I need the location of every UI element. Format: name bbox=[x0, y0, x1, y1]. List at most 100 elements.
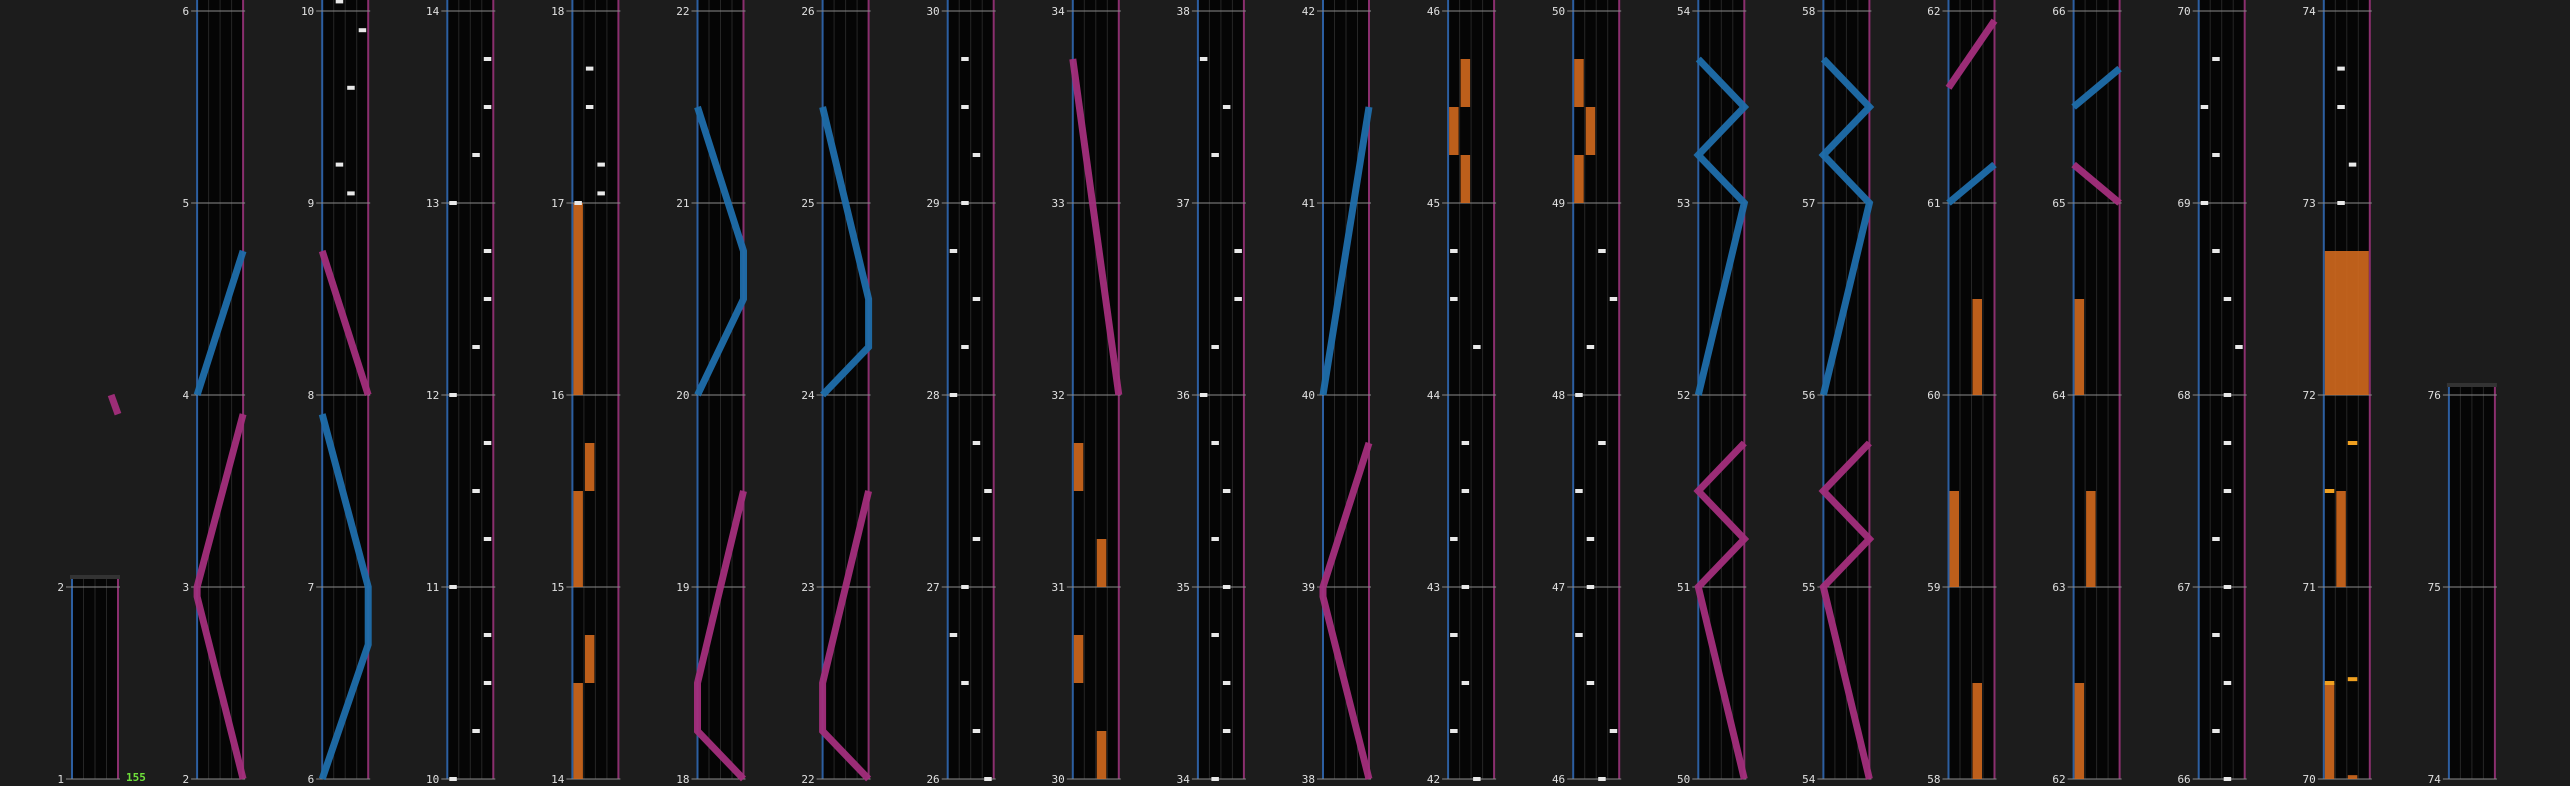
measure-number: 59 bbox=[1927, 581, 1940, 594]
measure-number: 39 bbox=[1302, 581, 1315, 594]
laser-right bbox=[1945, 18, 1998, 90]
chip-note bbox=[972, 441, 981, 445]
chip-note bbox=[2235, 345, 2243, 349]
measure-number: 7 bbox=[308, 581, 315, 594]
fx-chip bbox=[2347, 441, 2358, 445]
laser-left bbox=[2071, 65, 2122, 110]
laser-right bbox=[318, 249, 372, 397]
measure-number: 34 bbox=[1052, 5, 1066, 18]
measure-number: 14 bbox=[551, 773, 565, 786]
measure-number: 45 bbox=[1427, 197, 1440, 210]
hold-note bbox=[1949, 491, 1959, 587]
laser-left bbox=[318, 413, 372, 781]
chip-note bbox=[2223, 681, 2232, 685]
chip-note bbox=[1450, 249, 1458, 253]
chip-note bbox=[472, 153, 480, 157]
hold-note bbox=[2074, 299, 2085, 395]
measure-number: 30 bbox=[1052, 773, 1065, 786]
chip-note bbox=[2223, 585, 2232, 589]
chip-note bbox=[1598, 249, 1606, 253]
chip-note bbox=[2200, 201, 2209, 205]
measure-number: 37 bbox=[1177, 197, 1190, 210]
chip-note bbox=[2223, 777, 2232, 781]
chip-note bbox=[1222, 489, 1231, 493]
laser-left bbox=[1818, 56, 1875, 396]
chip-note bbox=[1461, 585, 1470, 589]
measure-number: 70 bbox=[2303, 773, 2316, 786]
measure-number: 18 bbox=[551, 5, 564, 18]
measure-number: 34 bbox=[1177, 773, 1191, 786]
measure-number: 73 bbox=[2303, 197, 2316, 210]
chip-note bbox=[2200, 105, 2209, 109]
measure-number: 61 bbox=[1927, 197, 1940, 210]
measure-number: 1 bbox=[57, 773, 64, 786]
chip-note bbox=[585, 66, 594, 71]
measure-number: 15 bbox=[551, 581, 564, 594]
hold-note bbox=[1096, 539, 1107, 587]
measure-number: 47 bbox=[1552, 581, 1565, 594]
laser-right bbox=[1319, 441, 1373, 780]
hold-note bbox=[1449, 107, 1459, 155]
measure-number: 42 bbox=[1427, 773, 1440, 786]
chip-note bbox=[2348, 162, 2357, 167]
laser-right bbox=[107, 393, 122, 416]
measure-number: 32 bbox=[1052, 389, 1065, 402]
chip-note bbox=[2212, 57, 2220, 61]
hold-note bbox=[1073, 443, 1084, 491]
measure-number: 54 bbox=[1802, 773, 1816, 786]
chip-note bbox=[1211, 537, 1219, 541]
measure-number: 33 bbox=[1052, 197, 1065, 210]
measure-number: 49 bbox=[1552, 197, 1565, 210]
measure-number: 36 bbox=[1177, 389, 1190, 402]
measure-number: 9 bbox=[308, 197, 315, 210]
chip-note bbox=[1609, 729, 1618, 733]
measure-number: 4 bbox=[182, 389, 189, 402]
chip-note bbox=[1575, 393, 1583, 397]
chip-note bbox=[449, 393, 457, 397]
measure-number: 71 bbox=[2303, 581, 2316, 594]
chip-note bbox=[585, 105, 594, 109]
chip-note bbox=[984, 777, 992, 781]
measure-number: 62 bbox=[1927, 5, 1940, 18]
chip-note bbox=[2212, 729, 2220, 733]
measure-number: 29 bbox=[926, 197, 939, 210]
measure-number: 56 bbox=[1802, 389, 1815, 402]
chip-note bbox=[1598, 777, 1606, 781]
chip-note bbox=[347, 85, 355, 90]
measure-number: 18 bbox=[676, 773, 689, 786]
chip-note bbox=[2212, 153, 2220, 157]
chip-note bbox=[483, 537, 492, 541]
chip-note bbox=[972, 537, 981, 541]
hold-note bbox=[1460, 59, 1471, 107]
measure-number: 74 bbox=[2428, 773, 2442, 786]
chip-note bbox=[2212, 537, 2220, 541]
hold-note bbox=[1073, 635, 1084, 683]
hold-note bbox=[1574, 155, 1584, 203]
chip-note bbox=[597, 162, 605, 167]
lane-end-cap bbox=[70, 575, 120, 579]
measure-number: 2 bbox=[182, 773, 189, 786]
chip-note bbox=[1609, 297, 1618, 301]
measure-number: 66 bbox=[2177, 773, 2190, 786]
chip-note bbox=[2223, 297, 2232, 301]
chip-note bbox=[1222, 729, 1231, 733]
hold-note bbox=[2074, 683, 2085, 779]
chip-note bbox=[1234, 297, 1242, 301]
chip-note bbox=[335, 0, 344, 4]
chip-note bbox=[1222, 681, 1231, 685]
hold-note bbox=[1972, 299, 1982, 395]
laser-right bbox=[1069, 58, 1123, 396]
chip-note bbox=[1575, 633, 1583, 637]
measure-number: 69 bbox=[2177, 197, 2190, 210]
measure-number: 28 bbox=[926, 389, 939, 402]
measure-number: 10 bbox=[301, 5, 314, 18]
chip-note bbox=[574, 201, 582, 205]
chip-note bbox=[961, 105, 969, 109]
measure-number: 17 bbox=[551, 197, 564, 210]
measure-number: 27 bbox=[926, 581, 939, 594]
measure-number: 43 bbox=[1427, 581, 1440, 594]
chip-note bbox=[1586, 537, 1595, 541]
fx-chip bbox=[2347, 677, 2358, 682]
hold-note bbox=[573, 203, 583, 395]
